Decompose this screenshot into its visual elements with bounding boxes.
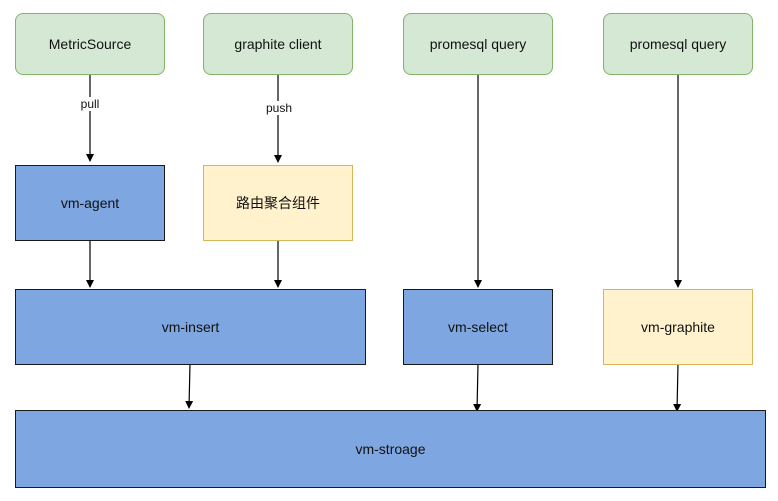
vm-graphite-node: vm-graphite [603, 289, 753, 365]
metricsource-node: MetricSource [15, 13, 165, 75]
edge-vm-graphite-to-vm-storage [673, 363, 682, 412]
graphite-client-node: graphite client [203, 13, 353, 75]
edge-label-push: push [264, 101, 294, 115]
promesql-query-label-2: promesql query [629, 36, 727, 52]
promesql-query-node-2: promesql query [603, 13, 753, 75]
edge-vm-insert-to-vm-storage [185, 363, 194, 409]
vm-select-label: vm-select [448, 319, 508, 335]
router-aggregator-label: 路由聚合组件 [236, 195, 320, 211]
router-aggregator-node: 路由聚合组件 [203, 165, 353, 241]
vm-graphite-label: vm-graphite [641, 319, 715, 335]
vm-agent-label: vm-agent [60, 195, 120, 211]
promesql-query-node-1: promesql query [403, 13, 553, 75]
vm-insert-label: vm-insert [161, 319, 220, 335]
edge-vm-select-to-vm-storage [473, 363, 482, 412]
promesql-query-label-1: promesql query [429, 36, 527, 52]
edge-label-pull: pull [79, 97, 101, 111]
vm-storage-label: vm-stroage [355, 441, 426, 457]
vm-agent-node: vm-agent [15, 165, 165, 241]
graphite-client-label: graphite client [234, 36, 322, 52]
vm-insert-node: vm-insert [15, 289, 366, 365]
vm-select-node: vm-select [403, 289, 553, 365]
vm-storage-node: vm-stroage [15, 410, 766, 488]
metricsource-label: MetricSource [48, 36, 132, 52]
